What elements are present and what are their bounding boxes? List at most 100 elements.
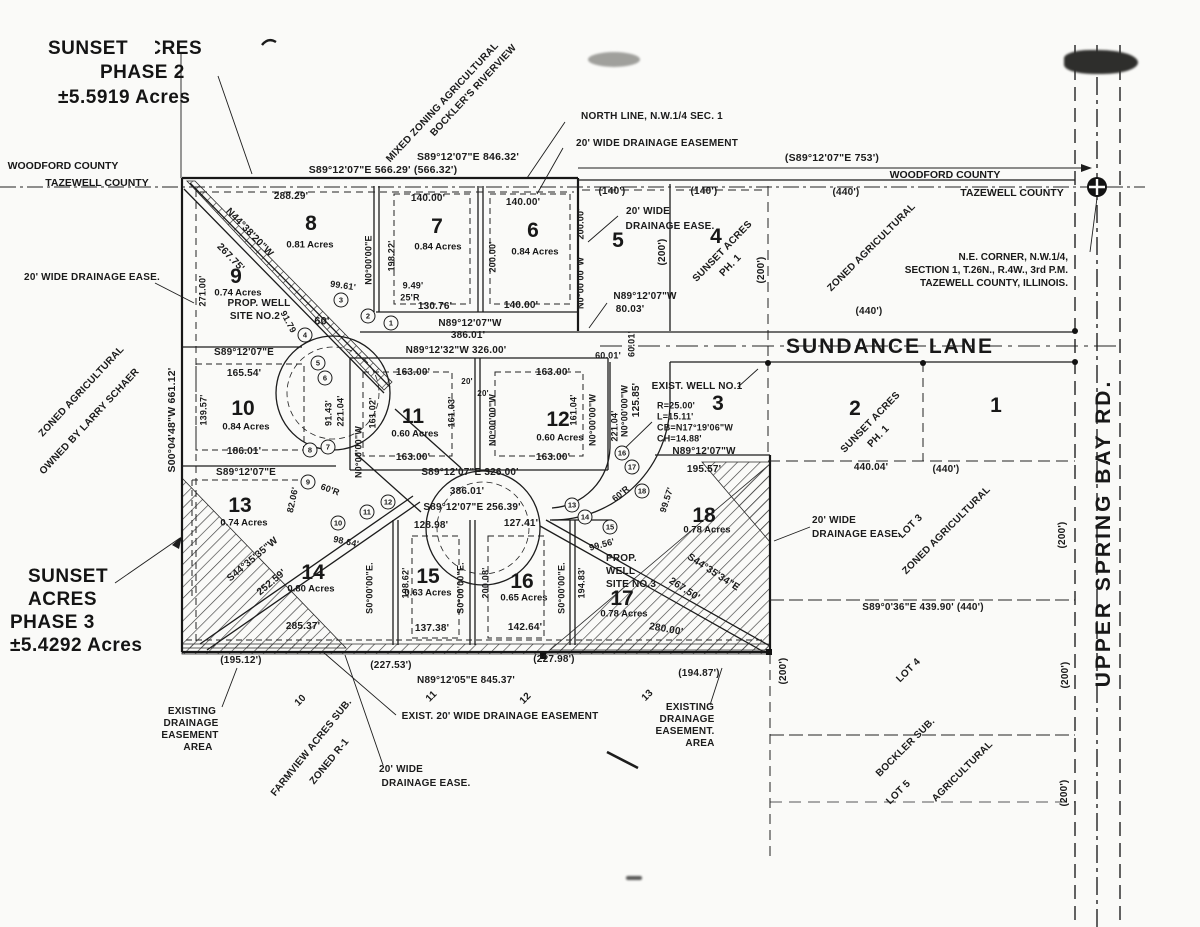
dimension-label: (440'): [855, 306, 883, 317]
dimension-label: S0°00'00"E.: [364, 562, 375, 614]
dimension-label: 161.04': [568, 394, 579, 426]
dimension-label: 137.38': [414, 623, 450, 634]
county-label-right-tazewell: TAZEWELL COUNTY: [960, 187, 1064, 199]
lot-acreage-7: 0.84 Acres: [414, 241, 462, 253]
survey-markers: [261, 38, 1107, 659]
curve-point-11: 11: [359, 504, 375, 520]
dimension-label: 139.57': [198, 394, 209, 426]
dimension-label: (200'): [756, 256, 767, 284]
outer-boundary: [180, 176, 772, 654]
phase2-title-line2: PHASE 2: [100, 62, 185, 83]
lot-acreage-6: 0.84 Acres: [511, 246, 559, 258]
ne-corner-note-line3: TAZEWELL COUNTY, ILLINOIS.: [920, 278, 1068, 289]
drainage-easement-hatch: [181, 180, 771, 655]
dimension-label: (200'): [1059, 779, 1070, 807]
lot-acreage-17: 0.78 Acres: [600, 608, 648, 620]
dimension-label: 161.02': [367, 397, 378, 429]
lot-acreage-16: 0.65 Acres: [500, 592, 548, 604]
dimension-label: (227.98'): [533, 654, 575, 665]
curve-data-cb: CB=N17°19'06"W: [657, 422, 734, 433]
curve-point-8: 8: [302, 442, 318, 458]
dimension-label: DRAINAGE EASE.: [812, 529, 901, 540]
dimension-label: 194.83': [576, 567, 587, 599]
phase2-title-line3: ±5.5919 Acres: [58, 87, 191, 108]
curve-point-5: 5: [310, 355, 326, 371]
dimension-label: 200.00': [487, 241, 498, 273]
exist-ease-note: EXIST. 20' WIDE DRAINAGE EASEMENT: [401, 711, 599, 722]
drainage-note-west: 20' WIDE DRAINAGE EASE.: [24, 272, 160, 283]
prop-well-3b: WELL: [606, 566, 636, 577]
lot-number-2: 2: [849, 397, 861, 420]
dimension-label: 80.03': [615, 304, 645, 315]
curve-point-9: 9: [300, 474, 316, 490]
dimension-label: 91.43': [323, 400, 334, 426]
dimension-label: 125.85': [631, 382, 642, 418]
dimension-label: S0°00'00"E.: [455, 562, 466, 614]
lot-lines: [182, 179, 1075, 653]
dimension-label: 163.00': [535, 367, 571, 378]
lot-acreage-11: 0.60 Acres: [391, 428, 439, 440]
lot-number-17: 17: [610, 587, 634, 610]
bearing-north-line: S89°12'07"E 846.32': [416, 150, 520, 163]
dimension-label: S89°12'07"E 256.39': [423, 502, 521, 513]
curve-point-18: 18: [634, 483, 650, 499]
dimension-label: 161.03': [446, 396, 457, 428]
leader-lines: [114, 52, 1098, 770]
scan-whiteout: [131, 36, 155, 58]
phase2-title-line1: SUNSET ACRES: [48, 38, 203, 59]
prop-well-2b: SITE NO.2: [229, 311, 281, 322]
lot-acreage-18: 0.78 Acres: [683, 524, 731, 536]
scan-smudge: [588, 52, 640, 67]
lot-number-13: 13: [228, 494, 252, 517]
prop-well-3: PROP.: [606, 553, 637, 564]
south-line-bearing: N89°12'05"E 845.37': [417, 675, 515, 686]
dimension-label: 142.64': [507, 622, 543, 633]
prop-well-2: PROP. WELL: [227, 298, 291, 309]
lot3-south-bearing: S89°0'36"E 439.90' (440'): [862, 602, 984, 613]
dimension-label: 440.04': [853, 462, 889, 473]
easement-dashes: [0, 45, 1145, 927]
dimension-label: 25'R: [400, 292, 420, 303]
curve-point-3: 3: [333, 292, 349, 308]
dimension-label: (200'): [1060, 661, 1071, 689]
curve-point-15: 15: [602, 519, 618, 535]
dimension-label: N89°12'07"W: [672, 446, 736, 457]
dimension-label: (200'): [778, 657, 789, 685]
dimension-label: (140'): [690, 186, 718, 197]
dimension-label: S0°00'00"E.: [556, 562, 567, 614]
lot-acreage-15: 0.63 Acres: [404, 587, 452, 599]
dimension-label: 198.22': [386, 240, 397, 272]
lot-acreage-10: 0.84 Acres: [222, 421, 270, 433]
dimension-label: 221.04': [609, 410, 620, 442]
dimension-label: (440'): [832, 187, 860, 198]
dimension-label: DRAINAGE EASE.: [625, 221, 715, 232]
curve-data-r: R=25.00': [657, 400, 696, 411]
ne-corner-note: N.E. CORNER, N.W.1/4, SECTION 1, T.26N.,…: [905, 251, 1068, 290]
dimension-label: 221.04': [335, 395, 346, 427]
lot-acreage-12: 0.60 Acres: [536, 432, 584, 444]
curve-data-ch: CH=14.88': [657, 433, 702, 444]
dimension-label: 140.00': [505, 197, 541, 208]
dimension-label: (194.87'): [678, 668, 720, 679]
exist-well-1: EXIST. WELL NO.1: [651, 381, 743, 392]
dimension-label: N89°12'07"W: [613, 291, 677, 302]
lot-number-15: 15: [416, 565, 440, 588]
dimension-label: 60.01': [595, 350, 621, 361]
north-line-note: NORTH LINE, N.W.1/4 SEC. 1: [581, 111, 723, 122]
dimension-label: 386.01': [450, 330, 486, 341]
lot-acreage-8: 0.81 Acres: [286, 239, 334, 251]
scan-smudge: [1064, 50, 1138, 74]
curve-point-16: 16: [614, 445, 630, 461]
county-label-left-woodford: WOODFORD COUNTY: [7, 160, 119, 172]
dimension-label: 130.76': [417, 301, 453, 312]
lot-acreage-13: 0.74 Acres: [220, 517, 268, 529]
bearing-north-east: (S89°12'07"E 753'): [784, 151, 880, 164]
prop-well-3c: SITE NO.3: [606, 579, 657, 590]
ne-corner-note-line1: N.E. CORNER, N.W.1/4,: [958, 252, 1068, 263]
curve-point-6: 6: [317, 370, 333, 386]
dimension-label: N0°00'00"W: [487, 393, 498, 447]
drainage-note-top: 20' WIDE DRAINAGE EASEMENT: [575, 138, 739, 149]
dimension-label: N89°12'32"W 326.00': [405, 345, 507, 356]
